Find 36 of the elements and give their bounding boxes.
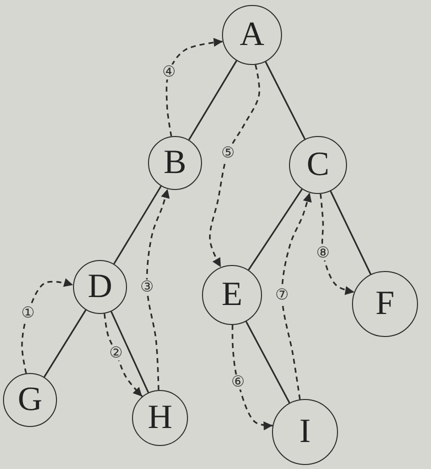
dashed-arrow — [281, 192, 312, 400]
node-label: B — [164, 146, 186, 180]
node-label: A — [240, 18, 264, 52]
edge-label: ⑥ — [230, 374, 246, 390]
edge-label: ③ — [139, 280, 155, 294]
connector-line — [188, 60, 238, 140]
dashed-arrow — [209, 64, 260, 268]
connector-line — [330, 190, 372, 275]
edge-label: ① — [20, 306, 36, 320]
connector-line — [264, 61, 306, 140]
edge-label: ⑦ — [274, 288, 290, 302]
connector-line — [245, 321, 290, 404]
tree-node-circle — [3, 373, 57, 427]
edge-label: ④ — [161, 64, 177, 80]
dashed-arrow — [21, 278, 74, 374]
node-label: E — [222, 278, 242, 312]
dashed-arrow — [104, 314, 143, 397]
connector-line — [110, 311, 150, 393]
node-label: F — [376, 287, 394, 321]
dashed-arrow — [232, 324, 273, 430]
connector-line — [248, 188, 303, 270]
tree-node-circle — [73, 260, 127, 314]
node-label: C — [306, 148, 330, 182]
edge-label: ⑧ — [315, 246, 331, 260]
connector-line — [44, 310, 86, 378]
tree-node-circle — [148, 136, 202, 190]
dashed-arrow — [320, 194, 354, 295]
edge-label: ② — [108, 346, 124, 360]
edge-label: ⑤ — [220, 146, 236, 160]
node-label: G — [18, 383, 42, 417]
dashed-arrow — [166, 38, 223, 136]
dashed-arrow — [146, 188, 170, 390]
node-label: H — [148, 401, 172, 435]
connector-line — [113, 186, 162, 264]
node-label: I — [299, 415, 311, 449]
node-label: D — [88, 270, 112, 304]
